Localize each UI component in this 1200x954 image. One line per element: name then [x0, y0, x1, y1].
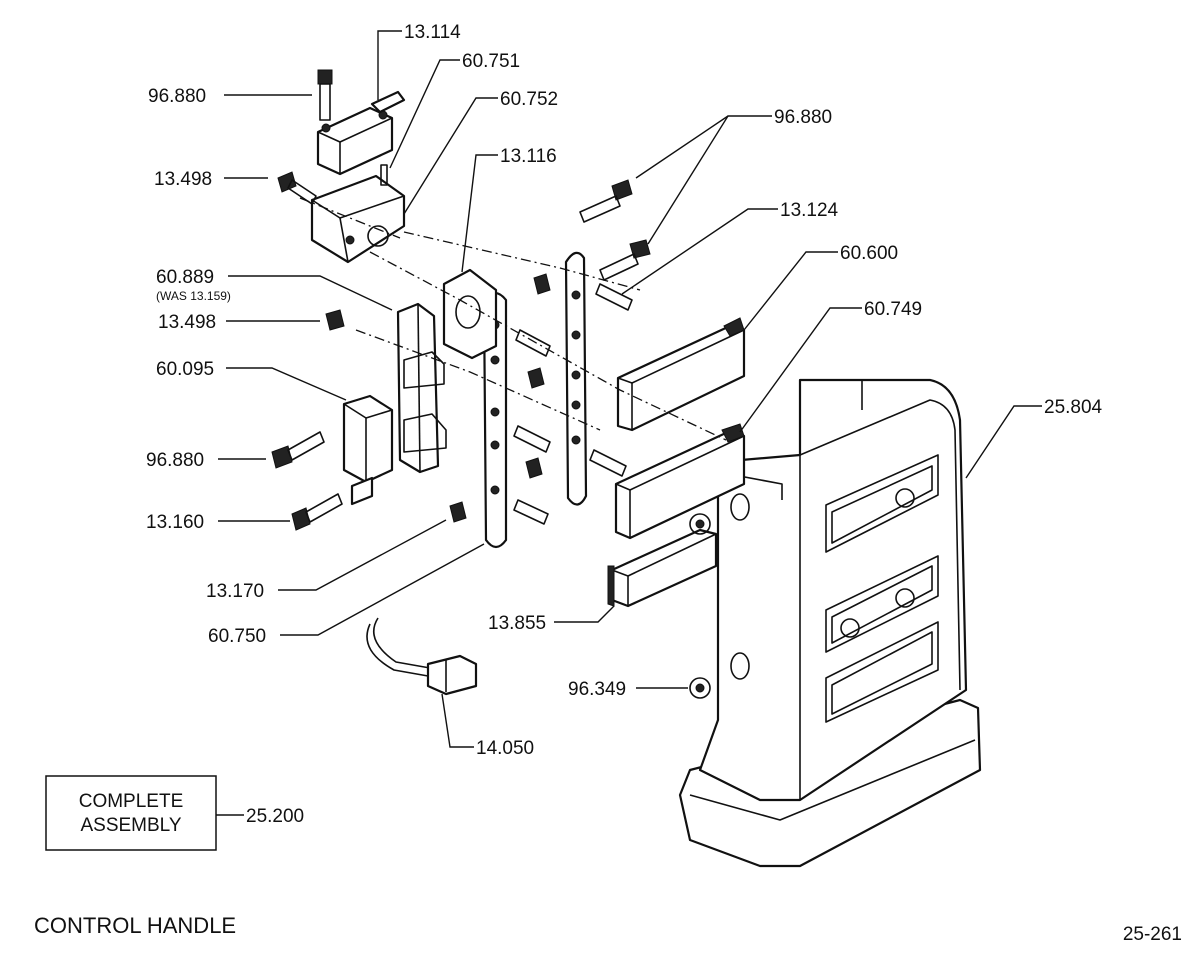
- top-microswitch: [316, 90, 406, 176]
- label-60-751: 60.751: [462, 51, 520, 72]
- handle-housing: [678, 378, 982, 868]
- leader-lines: [216, 30, 1042, 816]
- switch-clamp: [442, 268, 498, 360]
- label-13-160: 13.160: [146, 512, 204, 533]
- label-96-349: 96.349: [568, 679, 626, 700]
- label-14-050: 14.050: [476, 738, 534, 759]
- label-13-855: 13.855: [488, 613, 546, 634]
- label-60-749: 60.749: [864, 299, 922, 320]
- label-96-880-mid: 96.880: [146, 450, 204, 471]
- assembly-centerlines: [299, 197, 727, 441]
- label-13-124: 13.124: [780, 200, 839, 221]
- complete-assembly-line2: ASSEMBLY: [80, 815, 181, 836]
- switch-mounting-block: [310, 164, 406, 264]
- drawing-title: CONTROL HANDLE: [34, 913, 236, 938]
- label-13-498-mid: 13.498: [158, 312, 216, 333]
- rail-block-upper: [616, 317, 746, 432]
- cable-connector: [366, 617, 478, 696]
- contact-strip-rear: [564, 251, 588, 506]
- label-60-752: 60.752: [500, 89, 558, 110]
- rail-block-middle: [614, 423, 746, 540]
- label-60-095: 60.095: [156, 359, 214, 380]
- page-number: 25-261: [1123, 924, 1182, 945]
- screws: [271, 69, 711, 699]
- complete-assembly-box: COMPLETE ASSEMBLY 25.200: [45, 775, 304, 851]
- part-labels: 13.114 60.751 60.752 96.880 13.498 13.11…: [146, 22, 1103, 759]
- label-96-880-right: 96.880: [774, 107, 832, 128]
- lower-microswitch: [342, 394, 394, 506]
- label-25-200: 25.200: [246, 806, 304, 827]
- label-13-498-top: 13.498: [154, 169, 212, 190]
- label-13-116: 13.116: [500, 146, 557, 167]
- mounting-bracket: [396, 302, 447, 474]
- label-13-170: 13.170: [206, 581, 264, 602]
- label-13-114: 13.114: [404, 22, 461, 43]
- label-60-889: 60.889: [156, 267, 214, 288]
- label-60-889-note: (WAS 13.159): [156, 289, 231, 303]
- rail-block-lower: [607, 528, 718, 608]
- complete-assembly-line1: COMPLETE: [79, 791, 184, 812]
- label-25-804: 25.804: [1044, 397, 1103, 418]
- label-96-880-top: 96.880: [148, 86, 206, 107]
- label-60-750: 60.750: [208, 626, 266, 647]
- label-60-600: 60.600: [840, 243, 898, 264]
